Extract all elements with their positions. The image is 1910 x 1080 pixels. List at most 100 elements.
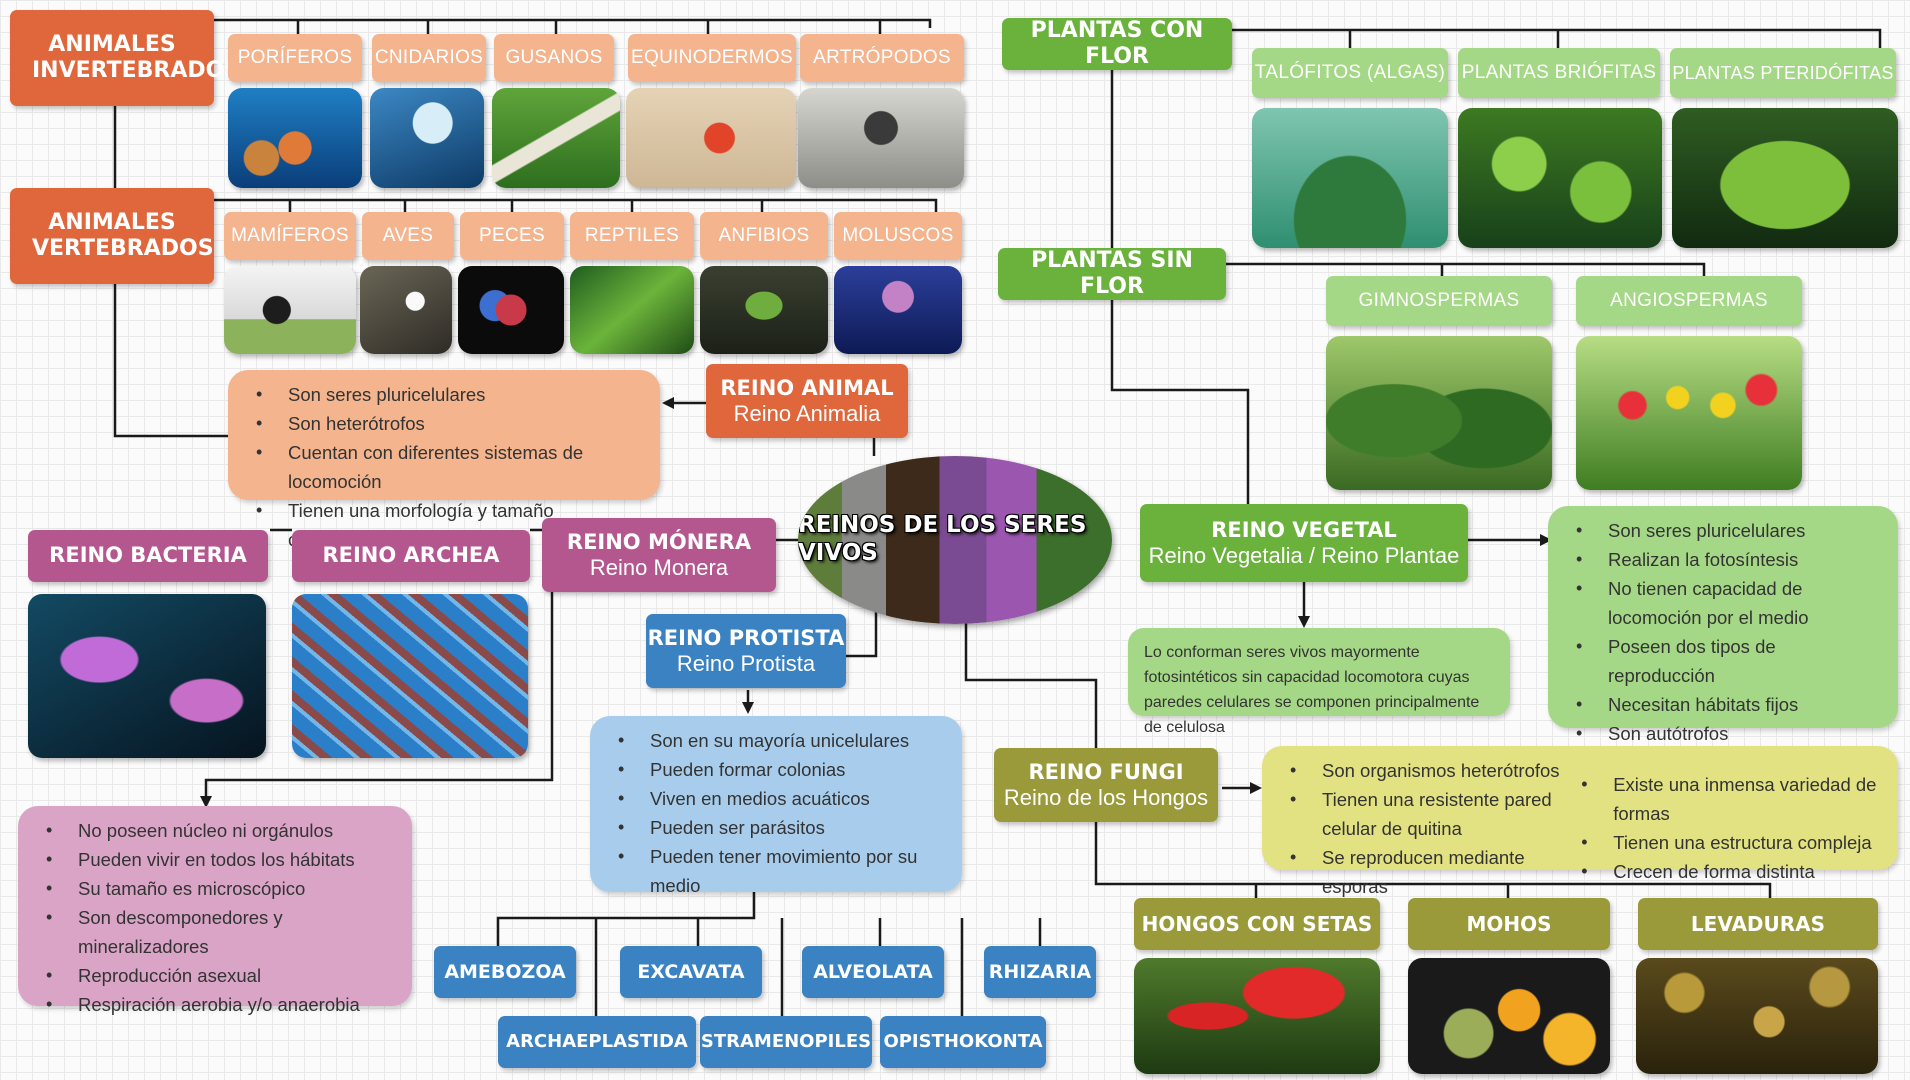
group-equinodermos-label: EQUINODERMOS — [631, 47, 793, 68]
group-aves: AVES — [362, 212, 454, 260]
monera-trait: Pueden vivir en todos los hábitats — [40, 845, 392, 874]
yeast-image — [1636, 958, 1878, 1074]
reino-monera-title: REINO MÓNERA — [566, 529, 752, 554]
group-rhizaria-label: RHIZARIA — [988, 960, 1092, 983]
reino-bacteria-box: REINO BACTERIA — [28, 530, 268, 582]
protista-trait: Pueden tener movimiento por su medio — [612, 842, 942, 900]
lizard-image — [570, 266, 694, 354]
fungi-traits-box: Son organismos heterótrofos Tienen una r… — [1262, 746, 1898, 897]
reino-bacteria-label: REINO BACTERIA — [49, 543, 247, 568]
group-gusanos: GUSANOS — [494, 34, 614, 82]
animal-trait: Son seres pluricelulares — [250, 380, 640, 409]
algae-image — [1252, 108, 1448, 248]
vegetal-trait: Poseen dos tipos de reproducción — [1570, 632, 1878, 690]
group-mamiferos-label: MAMÍFEROS — [231, 225, 349, 246]
vegetal-description-text: Lo conforman seres vivos mayormente foto… — [1144, 644, 1480, 736]
vegetal-trait: Son seres pluricelulares — [1570, 516, 1878, 545]
reino-animal-title: REINO ANIMAL — [720, 375, 894, 400]
group-moluscos-label: MOLUSCOS — [842, 225, 954, 246]
fern-image — [1672, 108, 1898, 248]
reino-protista-sub: Reino Protista — [676, 650, 816, 676]
protista-trait: Viven en medios acuáticos — [612, 784, 942, 813]
group-poriferos: PORÍFEROS — [228, 34, 362, 82]
protista-trait: Pueden formar colonias — [612, 755, 942, 784]
group-archaeplastida: ARCHAEPLASTIDA — [498, 1016, 696, 1068]
vegetal-trait: Realizan la fotosíntesis — [1570, 545, 1878, 574]
group-levaduras: LEVADURAS — [1638, 898, 1878, 950]
group-briofitas-label: PLANTAS BRIÓFITAS — [1461, 62, 1657, 83]
protista-traits-box: Son en su mayoría unicelulares Pueden fo… — [590, 716, 962, 896]
spider-image — [798, 88, 964, 188]
group-artropodos-label: ARTRÓPODOS — [813, 47, 951, 68]
group-amebozoa: AMEBOZOA — [434, 946, 576, 998]
reino-vegetal-sub: Reino Vegetalia / Reino Plantae — [1148, 542, 1460, 568]
monera-trait: Su tamaño es microscópico — [40, 874, 392, 903]
cow-image — [224, 266, 356, 354]
animales-invertebrados-box: ANIMALES INVERTEBRADOS — [10, 10, 240, 106]
jellyfish-image — [370, 88, 484, 188]
protista-trait: Pueden ser parásitos — [612, 813, 942, 842]
group-artropodos: ARTRÓPODOS — [800, 34, 964, 82]
reino-vegetal-title: REINO VEGETAL — [1211, 517, 1397, 542]
group-gimnospermas-label: GIMNOSPERMAS — [1358, 290, 1520, 311]
vegetal-trait: Son autótrofos — [1570, 719, 1878, 748]
group-talofitos-label: TALÓFITOS (ALGAS) — [1254, 62, 1446, 83]
group-aves-label: AVES — [382, 225, 434, 246]
monera-trait: Respiración aerobia y/o anaerobia — [40, 990, 392, 1019]
reino-archea-box: REINO ARCHEA — [292, 530, 530, 582]
group-briofitas: PLANTAS BRIÓFITAS — [1458, 48, 1660, 98]
fungi-trait: Son organismos heterótrofos — [1284, 756, 1569, 785]
fungi-trait: Tienen una resistente pared celular de q… — [1284, 785, 1569, 843]
group-hongos-con-setas-label: HONGOS CON SETAS — [1141, 912, 1373, 936]
monera-trait: No poseen núcleo ni orgánulos — [40, 816, 392, 845]
group-excavata-label: EXCAVATA — [637, 960, 745, 983]
group-gimnospermas: GIMNOSPERMAS — [1326, 276, 1552, 326]
reino-protista-box: REINO PROTISTA Reino Protista — [646, 614, 846, 688]
plantas-sin-flor-label: PLANTAS SIN FLOR — [1031, 247, 1193, 299]
caterpillar-image — [492, 88, 620, 188]
reino-protista-title: REINO PROTISTA — [647, 625, 845, 650]
group-mamiferos: MAMÍFEROS — [224, 212, 356, 260]
group-mohos: MOHOS — [1408, 898, 1610, 950]
animal-trait: Cuentan con diferentes sistemas de locom… — [250, 438, 640, 496]
central-hub: REINOS DE LOS SERES VIVOS — [798, 456, 1112, 624]
group-reptiles-label: REPTILES — [584, 225, 680, 246]
group-hongos-con-setas: HONGOS CON SETAS — [1134, 898, 1380, 950]
group-angiospermas: ANGIOSPERMAS — [1576, 276, 1802, 326]
group-amebozoa-label: AMEBOZOA — [444, 960, 566, 983]
reino-monera-sub: Reino Monera — [589, 554, 729, 580]
sponge-image — [228, 88, 362, 188]
octopus-image — [834, 266, 962, 354]
group-levaduras-label: LEVADURAS — [1690, 912, 1826, 936]
group-alveolata: ALVEOLATA — [802, 946, 944, 998]
group-peces-label: PECES — [479, 225, 545, 246]
reino-animal-box: REINO ANIMAL Reino Animalia — [706, 364, 908, 438]
vegetal-trait: No tienen capacidad de locomoción por el… — [1570, 574, 1878, 632]
group-cnidarios: CNIDARIOS — [372, 34, 486, 82]
animales-vertebrados-label: ANIMALES VERTEBRADOS — [32, 209, 214, 261]
fungi-trait: Crecen de forma distinta — [1575, 857, 1878, 886]
group-peces: PECES — [460, 212, 564, 260]
plantas-con-flor-box: PLANTAS CON FLOR — [1002, 18, 1232, 70]
central-title: REINOS DE LOS SERES VIVOS — [798, 512, 1087, 566]
monera-trait: Son descomponedores y mineralizadores — [40, 903, 392, 961]
group-archaeplastida-label: ARCHAEPLASTIDA — [506, 1031, 688, 1053]
fish-image — [458, 266, 564, 354]
group-moluscos: MOLUSCOS — [834, 212, 962, 260]
vegetal-trait: Necesitan hábitats fijos — [1570, 690, 1878, 719]
group-poriferos-label: PORÍFEROS — [237, 47, 353, 68]
group-rhizaria: RHIZARIA — [984, 946, 1096, 998]
archea-image — [292, 594, 528, 758]
starfish-image — [626, 88, 796, 188]
group-cnidarios-label: CNIDARIOS — [374, 47, 484, 68]
plantas-con-flor-label: PLANTAS CON FLOR — [1030, 17, 1204, 69]
animal-trait: Son heterótrofos — [250, 409, 640, 438]
reino-fungi-sub: Reino de los Hongos — [1003, 784, 1209, 810]
animal-traits-box: Son seres pluricelulares Son heterótrofo… — [228, 370, 660, 550]
group-anfibios: ANFIBIOS — [700, 212, 828, 260]
reino-fungi-box: REINO FUNGI Reino de los Hongos — [994, 748, 1218, 822]
group-opisthokonta: OPISTHOKONTA — [880, 1016, 1046, 1068]
bacteria-image — [28, 594, 266, 758]
monera-trait: Reproducción asexual — [40, 961, 392, 990]
